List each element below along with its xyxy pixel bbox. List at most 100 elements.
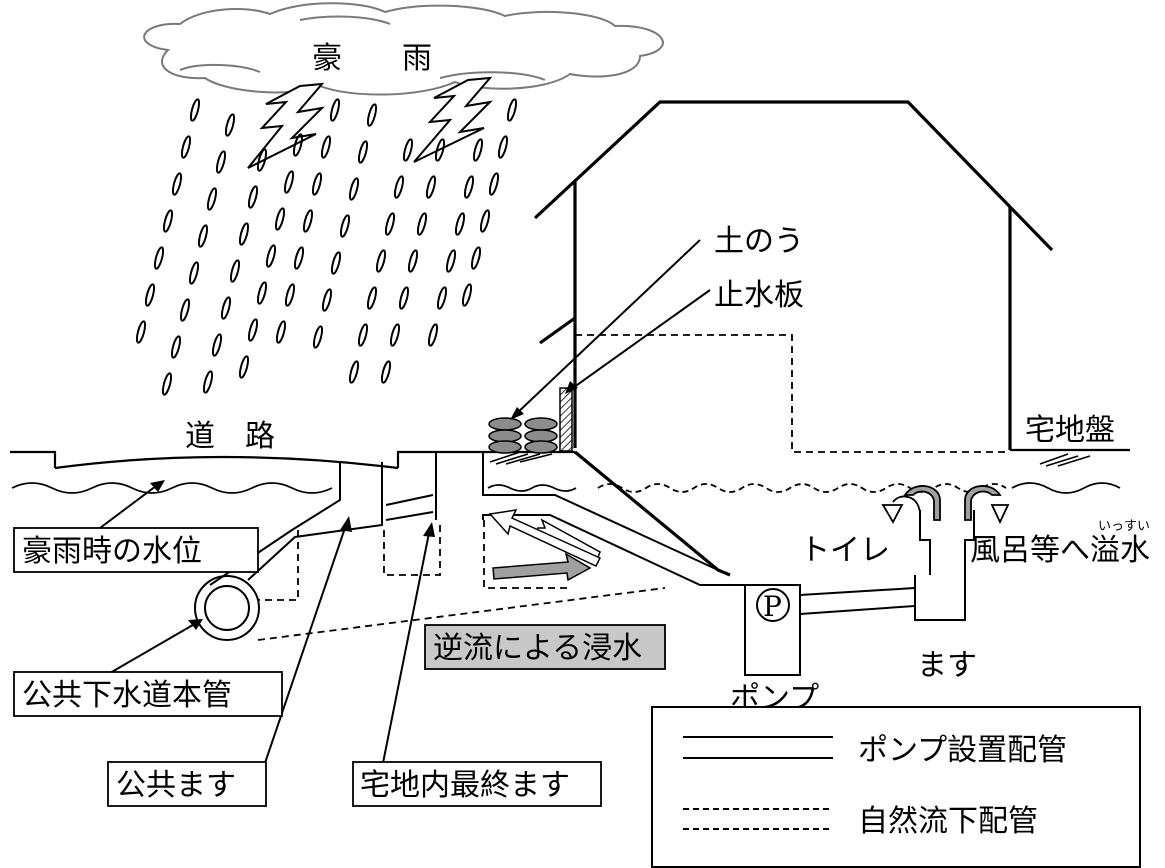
- final-private-basin: [435, 452, 745, 586]
- sandbag-label: 土のう: [714, 224, 804, 259]
- rain-drop-icon: [161, 372, 173, 396]
- rain-drop-icon: [229, 259, 241, 283]
- overflow-ruby: いっすい: [1098, 519, 1150, 534]
- rain-drop-icon: [402, 138, 414, 162]
- rain-drop-icon: [135, 320, 147, 344]
- label-boxes: [13, 527, 666, 807]
- rain-drop-icon: [179, 298, 191, 322]
- rain-drop-icon: [153, 246, 165, 270]
- public-basin-label: 公共ます: [116, 768, 236, 803]
- rain-drop-icon: [470, 246, 482, 270]
- rain-drop-icon: [461, 283, 473, 307]
- legend-pump-piping: ポンプ設置配管: [858, 733, 1067, 768]
- rain-drop-icon: [293, 246, 305, 270]
- rain-drop-icon: [247, 185, 259, 209]
- rain-drop-icon: [188, 261, 200, 285]
- rain-drop-icon: [472, 138, 484, 162]
- rain-drop-icon: [398, 286, 410, 310]
- rain-drop-icon: [357, 140, 369, 164]
- road-surface: [10, 448, 1130, 470]
- gravity-piping: [257, 520, 666, 641]
- pump-piping: [799, 510, 975, 621]
- rain-drop-icon: [265, 244, 277, 268]
- rain-drop-icon: [238, 355, 250, 379]
- rain-drop-icon: [302, 209, 314, 233]
- flood-water-wave: [11, 482, 1121, 494]
- rain-drop-icon: [247, 318, 259, 342]
- pump: [744, 584, 801, 676]
- rain-drop-icon: [215, 150, 227, 174]
- rain-drop-icon: [407, 249, 419, 273]
- rain-drop-icon: [488, 172, 500, 196]
- sandbag-icon: [488, 417, 558, 454]
- rain-drop-icon: [171, 172, 183, 196]
- rain-drop-icon: [197, 224, 209, 248]
- rain-drop-icon: [425, 175, 437, 199]
- rain-drop-icon: [445, 249, 457, 273]
- legend: ポンプ設置配管 自然流下配管: [651, 706, 1141, 868]
- rain-drop-icon: [274, 207, 286, 231]
- indoor-water-boundary: [575, 334, 1010, 453]
- rain-drop-icon: [384, 212, 396, 236]
- bottom-leader-arrowheads: [150, 480, 435, 630]
- pump-symbol: P: [763, 590, 782, 623]
- rain-drop-icon: [463, 175, 475, 199]
- takuchiban-label: 宅地盤: [1025, 413, 1115, 448]
- rain-drop-icon: [283, 170, 295, 194]
- rain-drop-icon: [375, 249, 387, 273]
- rain-drop-icon: [275, 320, 287, 344]
- rain-drop-icon: [256, 148, 268, 172]
- rain-drop-icon: [292, 133, 304, 157]
- rain-drop-icon: [479, 209, 491, 233]
- bottom-leader-lines: [99, 482, 431, 764]
- lightning-bolt-icon: [247, 76, 493, 169]
- rain-drop-icon: [330, 251, 342, 275]
- ground-hatch: [489, 451, 1091, 467]
- rain-drop-icon: [348, 360, 360, 384]
- storm-label: 豪 雨: [312, 41, 432, 76]
- rain-drop-icon: [416, 212, 428, 236]
- rain-drop-icon: [211, 333, 223, 357]
- rain-drop-icon: [256, 281, 268, 305]
- rain-drop-icon: [366, 103, 378, 127]
- house-outline: [533, 100, 1054, 577]
- backflow-hollow-arrow: [488, 509, 602, 567]
- rain-drop-icon: [427, 323, 439, 347]
- rain-drop-icon: [320, 135, 332, 159]
- road-label: 道 路: [185, 419, 275, 454]
- rain-drop-icon: [339, 214, 351, 238]
- rain-drop-icon: [357, 323, 369, 347]
- rain-drop-icon: [506, 98, 518, 122]
- rain-drop-icon: [311, 172, 323, 196]
- water-stop-board: [559, 387, 573, 452]
- rain-drop-icon: [329, 98, 341, 122]
- rain-drop-icon: [144, 283, 156, 307]
- rain-drop-icon: [170, 335, 182, 359]
- overflow-arrow-icon: [881, 485, 1010, 525]
- rain-drop-icon: [202, 370, 214, 394]
- public-main-sewer-label: 公共下水道本管: [22, 678, 232, 713]
- rain-drop-icon: [389, 323, 401, 347]
- rain-drop-icon: [497, 135, 509, 159]
- rain-drop-icon: [238, 222, 250, 246]
- rain-drop-icon: [162, 209, 174, 233]
- backflow-flooding-label: 逆流による浸水: [433, 631, 642, 666]
- rain-drop-icon: [180, 135, 192, 159]
- rain-drop-icon: [393, 175, 405, 199]
- water-stop-board-label: 止水板: [714, 278, 804, 313]
- rain-drop-icon: [454, 212, 466, 236]
- rain-drops: [135, 98, 518, 396]
- leader-arrowheads: [510, 381, 578, 420]
- rain-drop-icon: [189, 98, 201, 122]
- toilet-label: トイレ: [800, 533, 890, 568]
- final-private-basin-label: 宅地内最終ます: [360, 768, 570, 803]
- flood-water-level-label: 豪雨時の水位: [22, 534, 202, 569]
- bath-overflow-label: 風呂等へ溢水: [970, 533, 1150, 568]
- rain-drop-icon: [436, 286, 448, 310]
- rain-drop-icon: [434, 138, 446, 162]
- rain-drop-icon: [321, 288, 333, 312]
- rain-drop-icon: [366, 286, 378, 310]
- rain-drop-icon: [224, 113, 236, 137]
- rain-drop-icon: [284, 283, 296, 307]
